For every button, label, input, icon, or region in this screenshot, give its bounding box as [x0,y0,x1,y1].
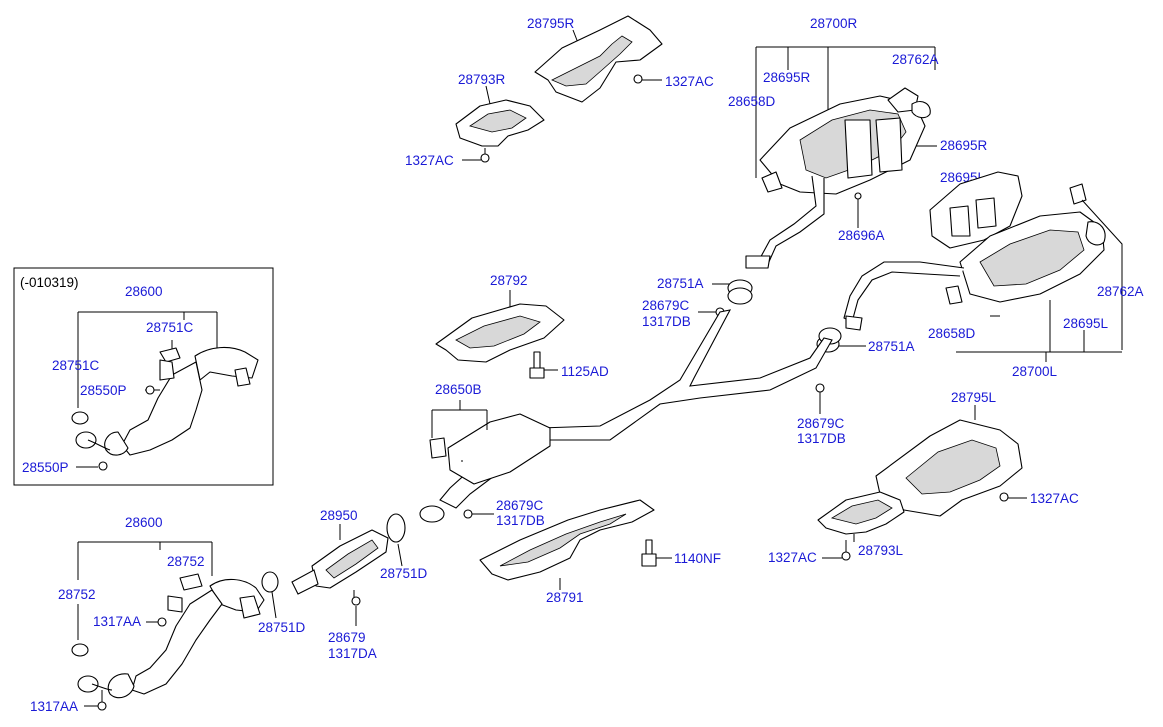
inset-nut-lower-label[interactable]: 28550P [22,460,69,475]
nut-rh-upper-a-label[interactable]: 28679C [642,298,690,313]
muffler-rh-rubber-label[interactable]: 28658D [728,94,776,109]
muffler-rh-bolt-label[interactable]: 28696A [838,228,885,243]
nut-lh-rear-label[interactable]: 1327AC [768,550,817,565]
manifold-assy-label[interactable]: 28600 [125,515,163,530]
manifold-nut-low-label[interactable]: 1317AA [30,699,78,714]
front-shield-group: 28791 1140NF [479,499,721,605]
inset-box: (-010319) 28600 28751C 28751C 28550P 285… [13,267,274,486]
nut-rh-rear-label[interactable]: 1327AC [405,153,454,168]
nut-rh-front-label[interactable]: 1327AC [665,74,714,89]
muffler-rh-hanger-b-label[interactable]: 28695R [940,138,988,153]
conv-nut-b-label[interactable]: 1317DA [328,646,377,661]
nut-lh-upper-a-label[interactable]: 28679C [797,416,845,431]
center-nut-b-label[interactable]: 1317DB [496,513,545,528]
conv-gasket-rear-label[interactable]: 28751D [380,566,428,581]
nut-rh-upper-b-label[interactable]: 1317DB [642,314,691,329]
nut-lh-front-label[interactable]: 1327AC [1030,491,1079,506]
inset-manifold-part [71,347,259,471]
heat-shield-rh-rear-label[interactable]: 28793R [458,72,506,87]
front-bolt-label[interactable]: 1140NF [674,551,721,566]
manifold-nut-mid-label[interactable]: 1317AA [93,614,141,629]
center-bolt-label[interactable]: 1125AD [561,364,609,379]
muffler-lh-rubber-label[interactable]: 28658D [928,326,976,341]
center-pipe-group: 28650B 28792 1125AD 28679C 1317DB [419,273,833,528]
muffler-rh-hanger-a-label[interactable]: 28695R [763,70,811,85]
muffler-rh-group: 28700R 28695R 28762A 28658D 28695R 28696… [728,16,988,269]
front-shield-label[interactable]: 28791 [546,590,584,605]
manifold-group: 28600 28752 28752 1317AA 1317AA [30,515,265,714]
center-nut-a-label[interactable]: 28679C [496,498,544,513]
muffler-rh-clamp-label[interactable]: 28762A [892,52,939,67]
converter-group: 28950 28751D 28751D 28679 1317DA [258,508,428,661]
inset-assy-label[interactable]: 28600 [125,284,163,299]
heat-shield-rh-group: 28795R 1327AC 28793R 1327AC [405,15,714,168]
muffler-lh-hanger-b-label[interactable]: 28695L [1063,316,1109,331]
heat-shield-rh-front-label[interactable]: 28795R [527,16,575,31]
inset-nut-upper-label[interactable]: 28550P [80,383,127,398]
center-shield-label[interactable]: 28792 [490,273,528,288]
heat-shield-lh-front-label[interactable]: 28795L [951,390,997,405]
nut-lh-upper-b-label[interactable]: 1317DB [797,431,846,446]
converter-label[interactable]: 28950 [320,508,358,523]
muffler-lh-assy-label[interactable]: 28700L [1012,364,1058,379]
center-muffler-body [447,413,551,485]
upper-gaskets-group: 28751A 28679C 1317DB 28751A 28679C 1317D… [642,276,915,446]
heat-shield-lh-rear-label[interactable]: 28793L [858,543,904,558]
conv-gasket-front-label[interactable]: 28751D [258,620,306,635]
manifold-gasket-top-label[interactable]: 28752 [167,554,205,569]
gasket-rh-upper-label[interactable]: 28751A [657,276,704,291]
center-muffler-label[interactable]: 28650B [435,382,482,397]
manifold-gasket-left-label[interactable]: 28752 [58,587,96,602]
inset-caption: (-010319) [20,275,79,290]
muffler-lh-clamp-label[interactable]: 28762A [1097,284,1144,299]
inset-gasket-top-label[interactable]: 28751C [146,320,194,335]
inset-gasket-left-label[interactable]: 28751C [52,358,100,373]
gasket-lh-upper-label[interactable]: 28751A [868,339,915,354]
heat-shield-lh-group: 28795L 1327AC 28793L 1327AC [768,390,1079,565]
muffler-rh-assy-label[interactable]: 28700R [810,16,858,31]
conv-nut-a-label[interactable]: 28679 [328,630,366,645]
muffler-lh-group: 28695L 28762A 28658D 28695L 28700L [843,170,1144,379]
